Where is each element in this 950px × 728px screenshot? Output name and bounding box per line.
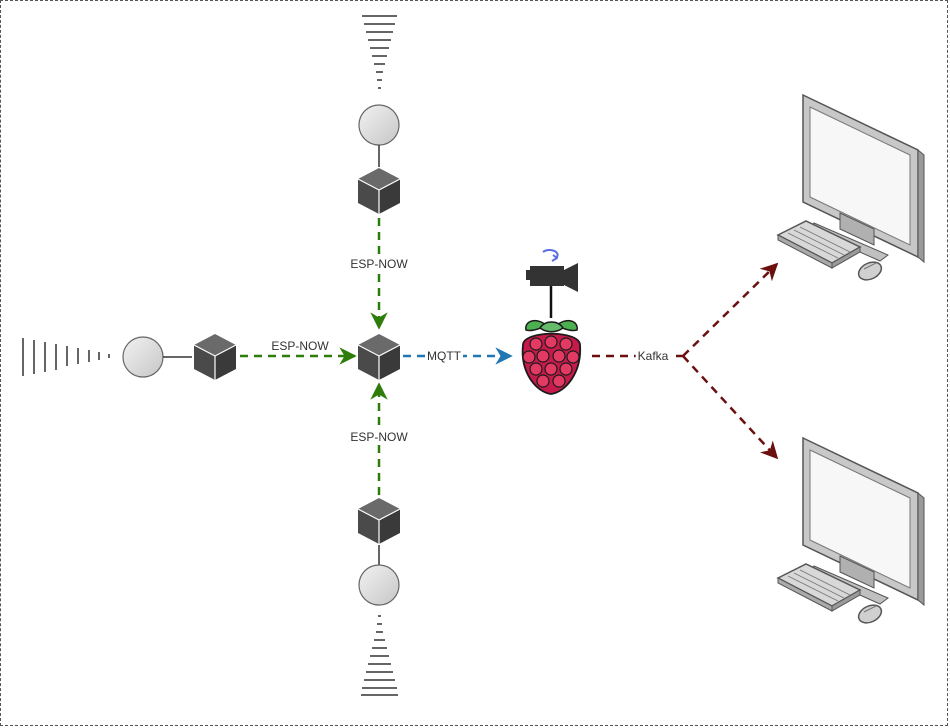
kafka-branch-top xyxy=(682,262,779,357)
computer-icon xyxy=(777,94,925,285)
sensor-ball xyxy=(358,104,400,146)
mqtt-label: MQTT xyxy=(425,349,463,363)
node-cube-icon xyxy=(357,167,401,215)
esp-now-label-bottom: ESP-NOW xyxy=(348,430,410,444)
computer-icon xyxy=(777,437,925,628)
sensor-signal-icon xyxy=(361,615,398,696)
raspberry-pi-icon xyxy=(521,319,581,395)
camera-icon xyxy=(526,263,578,292)
node-cube-icon xyxy=(357,497,401,545)
sensor-ball xyxy=(122,336,164,378)
sensor-signal-icon xyxy=(22,338,110,376)
node-cube-icon xyxy=(193,333,237,381)
node-cube-icon xyxy=(357,333,401,381)
sensor-signal-icon xyxy=(362,15,397,89)
esp-now-label-top: ESP-NOW xyxy=(348,257,410,271)
sensor-ball xyxy=(358,564,400,606)
esp-now-label-left: ESP-NOW xyxy=(269,339,331,353)
rotate-icon xyxy=(542,248,559,262)
kafka-label: Kafka xyxy=(635,349,671,363)
kafka-branch-bottom xyxy=(682,355,779,460)
